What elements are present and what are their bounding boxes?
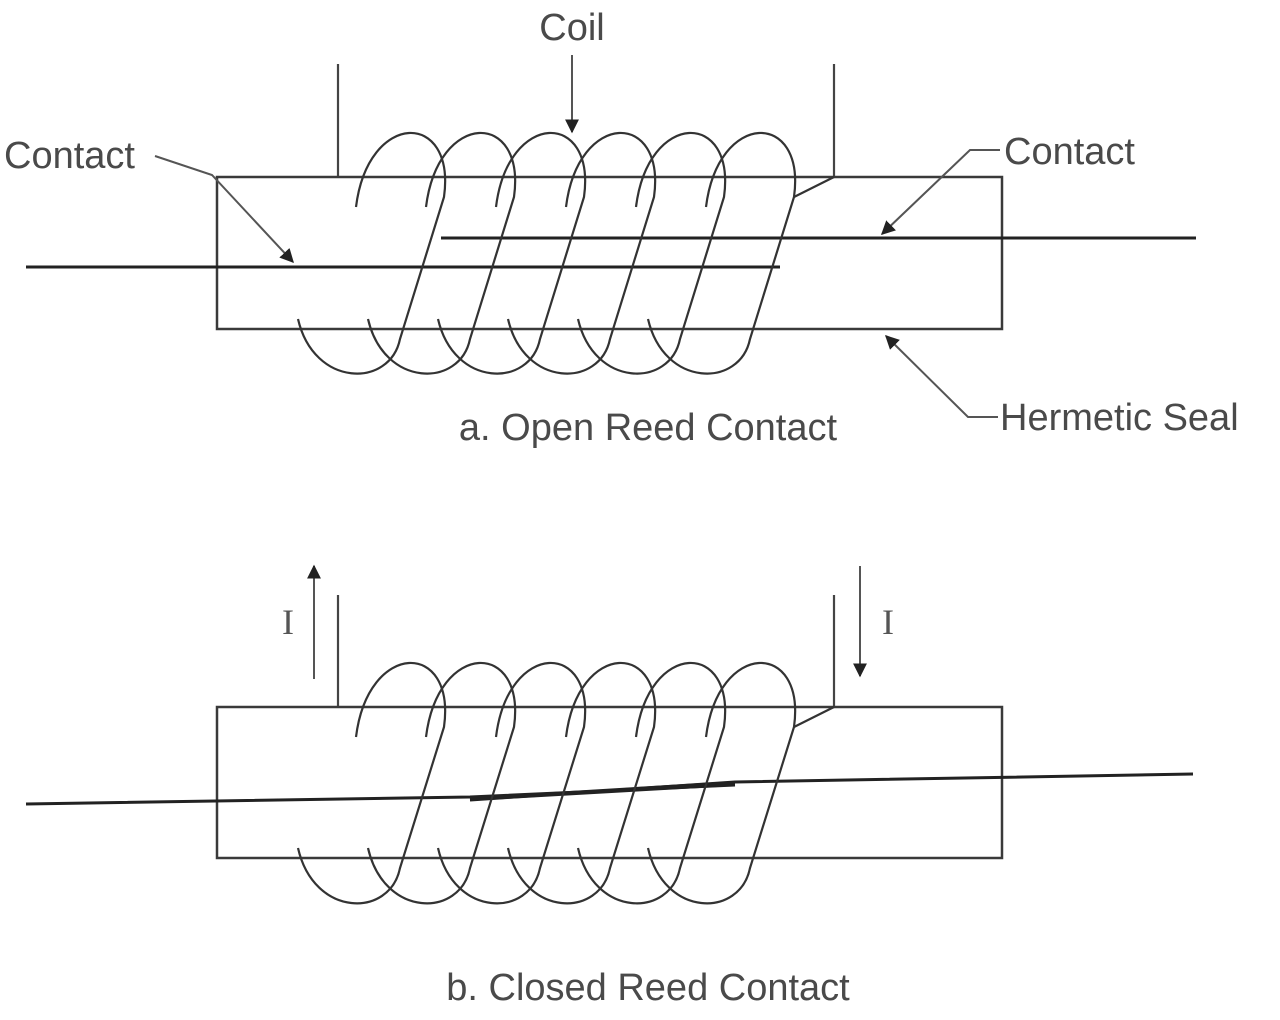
coil-turn (576, 661, 727, 905)
closed-reed-assembly: I I b. Closed Reed Contact (25, 564, 1194, 1009)
coil-turn (436, 661, 587, 905)
coil-turns-closed (296, 661, 835, 905)
coil-turn (576, 131, 727, 375)
coil-turn (296, 661, 447, 905)
contact-right-leader (880, 149, 1000, 235)
coil-tail (793, 706, 835, 728)
coil-turn (296, 131, 447, 375)
coil-turn (506, 661, 657, 905)
coil-turn (366, 661, 517, 905)
current-label-left: I (282, 602, 294, 642)
coil-turns (296, 131, 835, 375)
hermetic-seal-tube-closed (215, 705, 1004, 860)
coil-tail (793, 176, 835, 198)
hermetic-seal-tube (215, 175, 1004, 331)
coil-label: Coil (539, 7, 604, 49)
open-reed-assembly: Coil Contact Contact Hermetic Seal a. Op… (4, 7, 1239, 449)
contact-right-label: Contact (1004, 131, 1135, 173)
caption-open: a. Open Reed Contact (459, 407, 838, 449)
contact-left-label: Contact (4, 135, 135, 177)
caption-closed: b. Closed Reed Contact (446, 967, 850, 1009)
coil-turn (506, 131, 657, 375)
contact-left-leader (154, 155, 294, 264)
hermetic-seal-leader (885, 335, 998, 418)
coil-turn (436, 131, 587, 375)
coil-turn (646, 131, 797, 375)
reed-contact-overlap (470, 781, 735, 801)
current-label-right: I (882, 602, 894, 642)
reed-contact-right-closed (469, 772, 1194, 802)
hermetic-seal-label: Hermetic Seal (1000, 397, 1239, 439)
coil-turn (366, 131, 517, 375)
